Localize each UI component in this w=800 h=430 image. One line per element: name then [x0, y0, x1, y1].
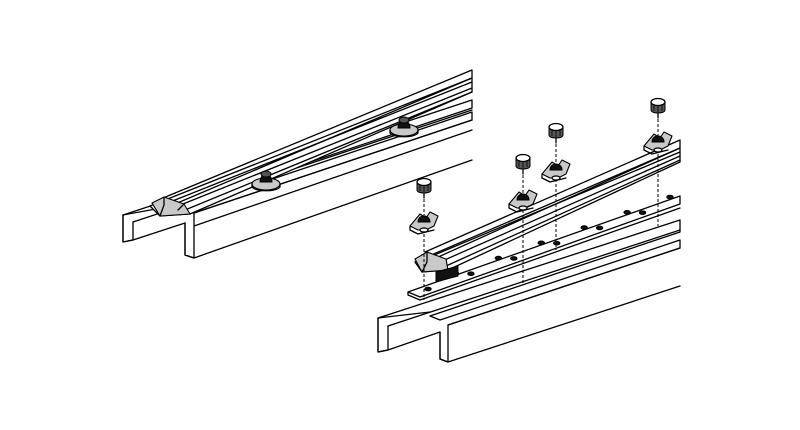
spring-clip	[508, 189, 538, 213]
assembled-rail	[122, 69, 473, 259]
assembled-clip-2	[389, 116, 419, 138]
spring-clip	[409, 211, 439, 235]
plate-hole	[553, 240, 561, 246]
knob-screw	[416, 177, 432, 199]
knob-screw	[548, 122, 564, 144]
plate-hole	[638, 210, 647, 215]
assembled-track	[149, 69, 473, 217]
fastener-stack	[508, 153, 538, 285]
plate-holes	[424, 194, 674, 292]
fastener-stack	[409, 177, 439, 300]
knob-screw	[650, 97, 666, 119]
plate-hole	[424, 286, 432, 292]
plate-hole	[595, 225, 604, 231]
knob-screw	[515, 153, 531, 175]
plate-hole	[467, 271, 475, 277]
plate-hole	[666, 194, 674, 200]
spring-clip	[643, 131, 673, 155]
plate-hole	[580, 225, 588, 230]
mounting-plate	[407, 194, 681, 301]
spring-clip	[541, 159, 571, 183]
assembled-clip-1	[251, 170, 281, 192]
plate-hole	[510, 256, 518, 261]
exploded-rail	[377, 97, 681, 363]
exploded-track	[414, 139, 681, 283]
plate-hole	[494, 255, 503, 261]
plate-hole	[623, 209, 631, 215]
fastener-stack	[643, 97, 673, 226]
fastener-stacks	[409, 97, 673, 300]
fastener-stack	[541, 122, 571, 250]
plate-hole	[537, 240, 545, 246]
exploded-channel	[377, 219, 681, 363]
